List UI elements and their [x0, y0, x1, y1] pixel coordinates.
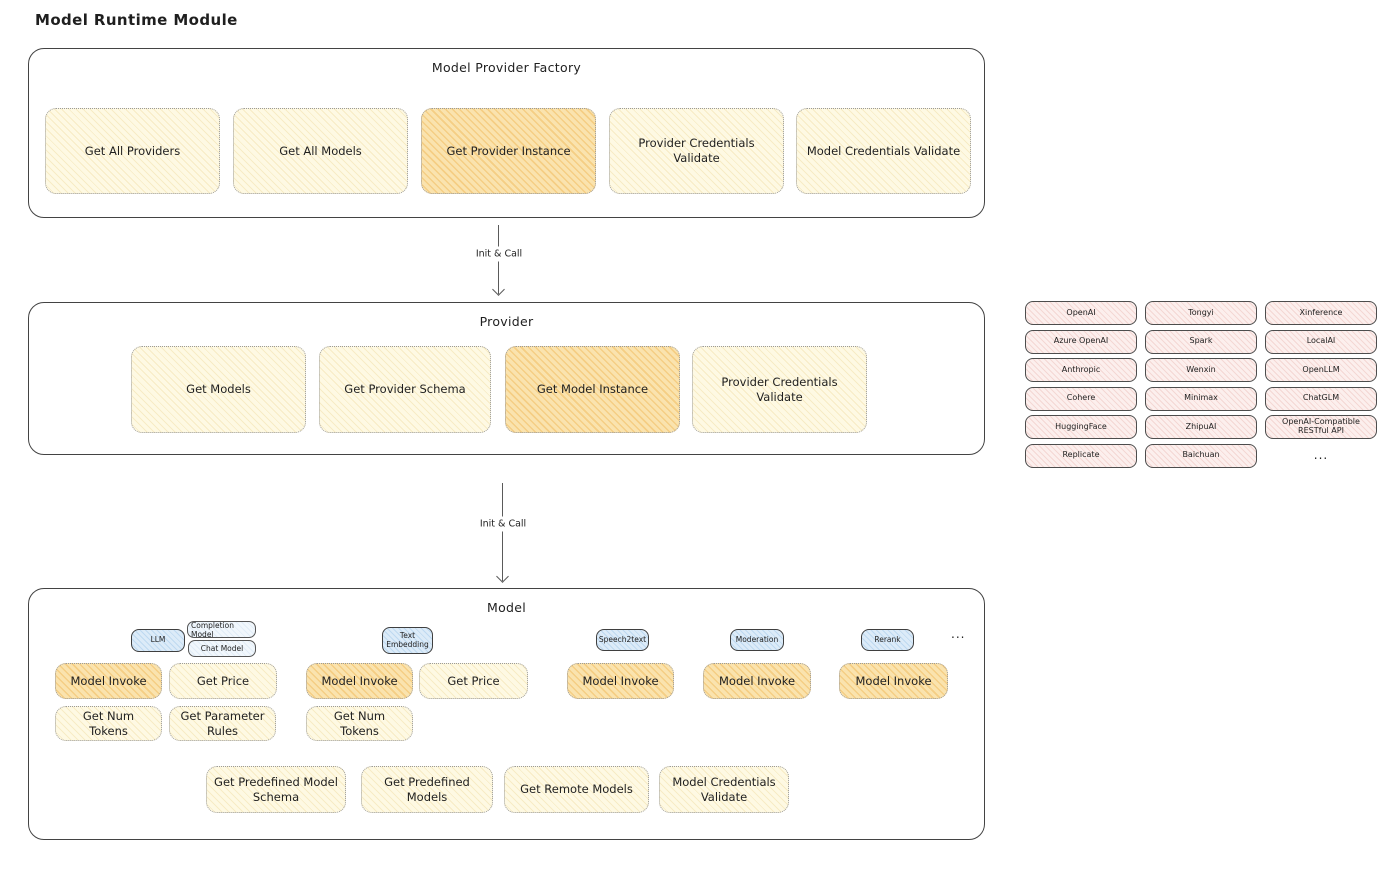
model-box-moderation-invoke: Model Invoke	[703, 663, 811, 699]
provider-list: OpenAI Tongyi Xinference Azure OpenAI Sp…	[1025, 301, 1377, 468]
tag-speech2text: Speech2text	[596, 629, 649, 651]
tag-moderation: Moderation	[730, 629, 784, 651]
provider-chip-wenxin: Wenxin	[1145, 358, 1257, 382]
provider-list-ellipsis: ...	[1313, 447, 1329, 462]
provider-container: Provider Get Models Get Provider Schema …	[28, 302, 985, 455]
provider-chip-xinference: Xinference	[1265, 301, 1377, 325]
arrow-label-init-call-2: Init & Call	[475, 516, 531, 532]
model-box-embedding-invoke: Model Invoke	[306, 663, 413, 699]
factory-container: Model Provider Factory Get All Providers…	[28, 48, 985, 218]
model-box-embedding-get-price: Get Price	[419, 663, 528, 699]
provider-chip-zhipuai: ZhipuAI	[1145, 415, 1257, 439]
provider-chip-cohere: Cohere	[1025, 386, 1137, 411]
provider-box-get-model-instance: Get Model Instance	[505, 346, 680, 433]
model-box-llm-get-price: Get Price	[169, 663, 277, 699]
provider-chip-spark: Spark	[1145, 329, 1257, 354]
model-box-get-predefined-models: Get Predefined Models	[361, 766, 493, 813]
model-title: Model	[486, 600, 527, 615]
provider-chip-baichuan: Baichuan	[1145, 443, 1257, 468]
tag-llm: LLM	[131, 629, 185, 652]
model-tags-ellipsis: ...	[951, 627, 966, 641]
factory-title: Model Provider Factory	[431, 60, 582, 75]
model-box-llm-get-num-tokens: Get Num Tokens	[55, 706, 162, 741]
arrow-factory-to-provider: Init & Call	[471, 225, 527, 294]
model-box-get-remote-models: Get Remote Models	[504, 766, 649, 813]
model-box-model-credentials-validate: Model Credentials Validate	[659, 766, 789, 813]
model-box-rerank-invoke: Model Invoke	[839, 663, 948, 699]
provider-title: Provider	[479, 314, 534, 329]
arrow-provider-to-model: Init & Call	[475, 483, 531, 581]
provider-chip-chatglm: ChatGLM	[1265, 386, 1377, 411]
provider-chip-replicate: Replicate	[1025, 443, 1137, 468]
model-box-embedding-get-num-tokens: Get Num Tokens	[306, 706, 413, 741]
provider-chip-azure-openai: Azure OpenAI	[1025, 329, 1137, 354]
factory-box-model-credentials-validate: Model Credentials Validate	[796, 108, 971, 194]
factory-box-get-all-models: Get All Models	[233, 108, 408, 194]
provider-chip-openai: OpenAI	[1025, 301, 1137, 325]
tag-rerank: Rerank	[861, 629, 914, 651]
model-box-get-predefined-model-schema: Get Predefined Model Schema	[206, 766, 346, 813]
tag-completion-model: Completion Model	[187, 621, 256, 639]
factory-box-provider-credentials-validate: Provider Credentials Validate	[609, 108, 784, 194]
provider-chip-minimax: Minimax	[1145, 386, 1257, 411]
tag-chat-model: Chat Model	[188, 640, 256, 657]
model-box-llm-get-parameter-rules: Get Parameter Rules	[169, 706, 276, 741]
model-box-llm-invoke: Model Invoke	[55, 663, 162, 699]
arrow-label-init-call-1: Init & Call	[471, 246, 527, 262]
page-title: Model Runtime Module	[35, 11, 238, 29]
provider-chip-localai: LocalAI	[1265, 329, 1377, 354]
provider-chip-openai-compatible: OpenAI-Compatible RESTful API	[1265, 415, 1377, 439]
provider-chip-tongyi: Tongyi	[1145, 301, 1257, 325]
provider-box-provider-credentials-validate: Provider Credentials Validate	[692, 346, 867, 433]
provider-box-get-models: Get Models	[131, 346, 306, 433]
provider-chip-anthropic: Anthropic	[1025, 358, 1137, 382]
factory-box-get-all-providers: Get All Providers	[45, 108, 220, 194]
model-box-speech2text-invoke: Model Invoke	[567, 663, 674, 699]
provider-chip-openllm: OpenLLM	[1265, 358, 1377, 382]
tag-text-embedding: Text Embedding	[382, 627, 433, 654]
factory-box-get-provider-instance: Get Provider Instance	[421, 108, 596, 194]
model-container: Model LLM Completion Model Chat Model Te…	[28, 588, 985, 840]
provider-chip-huggingface: HuggingFace	[1025, 415, 1137, 439]
provider-box-get-provider-schema: Get Provider Schema	[319, 346, 491, 433]
